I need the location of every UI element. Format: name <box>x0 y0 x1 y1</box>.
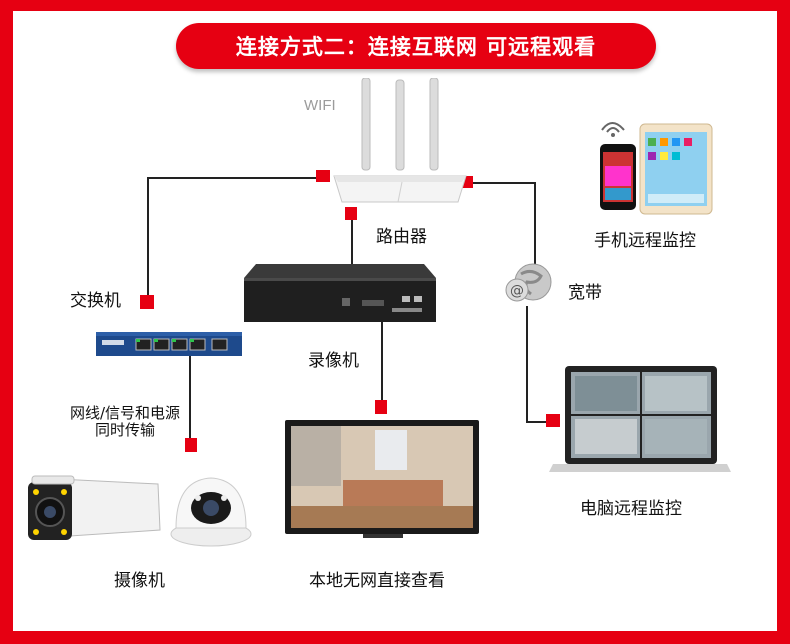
monitor-icon <box>285 420 479 538</box>
cable-label-line1: 网线/信号和电源 <box>69 404 181 422</box>
page-title: 连接方式二：连接互联网 可远程观看 <box>176 23 656 69</box>
line-router-switch <box>147 177 325 302</box>
wifi-label: WIFI <box>304 97 336 114</box>
svg-text:@: @ <box>510 283 524 299</box>
connector-camera <box>185 438 197 452</box>
pc-label: 电脑远程监控 <box>580 499 682 519</box>
dome-camera-icon <box>170 477 252 547</box>
cable-label-line2: 同时传输 <box>94 421 155 439</box>
connector-switch <box>140 295 154 309</box>
tv-label: 本地无网直接查看 <box>309 571 445 591</box>
camera-label: 摄像机 <box>114 571 165 591</box>
broadband-label: 宽带 <box>568 283 602 303</box>
phone-icon <box>600 144 636 210</box>
mobile-devices <box>600 122 713 215</box>
bullet-camera-icon <box>28 475 161 540</box>
laptop-icon <box>549 366 731 472</box>
router-label: 路由器 <box>376 227 427 247</box>
cable-label: 网线/信号和电源 同时传输 <box>50 405 200 439</box>
switch-icon <box>96 332 242 356</box>
switch-label: 交换机 <box>70 291 121 311</box>
connector-pc <box>546 414 560 427</box>
nvr-icon <box>244 264 436 322</box>
line-broadband-pc <box>526 306 554 423</box>
phone-label: 手机远程监控 <box>594 231 696 251</box>
connector-router-left <box>316 170 330 182</box>
wifi-signal-icon <box>601 122 625 137</box>
connector-tv <box>375 400 387 414</box>
connector-router-bottom <box>345 207 357 220</box>
tablet-icon <box>639 123 713 215</box>
top-bar <box>0 0 790 11</box>
globe-icon: @ <box>505 263 552 302</box>
nvr-label: 录像机 <box>308 351 359 371</box>
line-router-broadband <box>466 182 536 268</box>
router-icon <box>333 78 467 203</box>
